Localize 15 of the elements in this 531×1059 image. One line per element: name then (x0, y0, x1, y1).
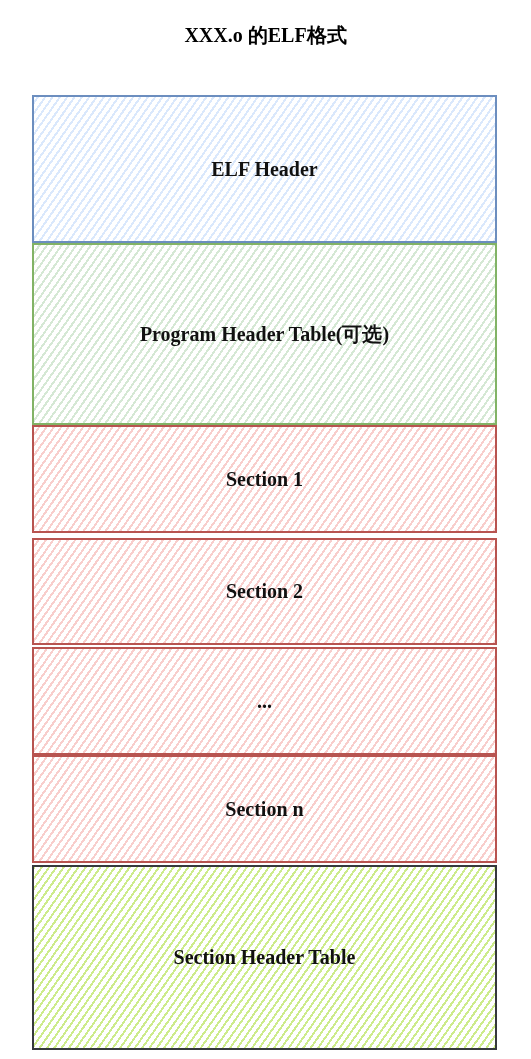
layout-block (32, 865, 497, 1050)
block-label: Section Header Table (173, 946, 356, 969)
block-label: Section 2 (225, 580, 304, 603)
block-label: Section n (225, 797, 304, 821)
block-label: Section 1 (225, 467, 304, 491)
block-label: ... (257, 689, 272, 713)
diagram-title: XXX.o 的ELF格式 (183, 23, 348, 48)
layout-block (32, 425, 497, 533)
block-label: ELF Header (211, 157, 318, 181)
layout-block (32, 243, 497, 425)
layout-block (32, 95, 497, 243)
block-label: Program Header Table(可选) (139, 321, 390, 348)
layout-block (32, 538, 497, 645)
layout-block (32, 647, 497, 755)
layout-block (32, 755, 497, 863)
